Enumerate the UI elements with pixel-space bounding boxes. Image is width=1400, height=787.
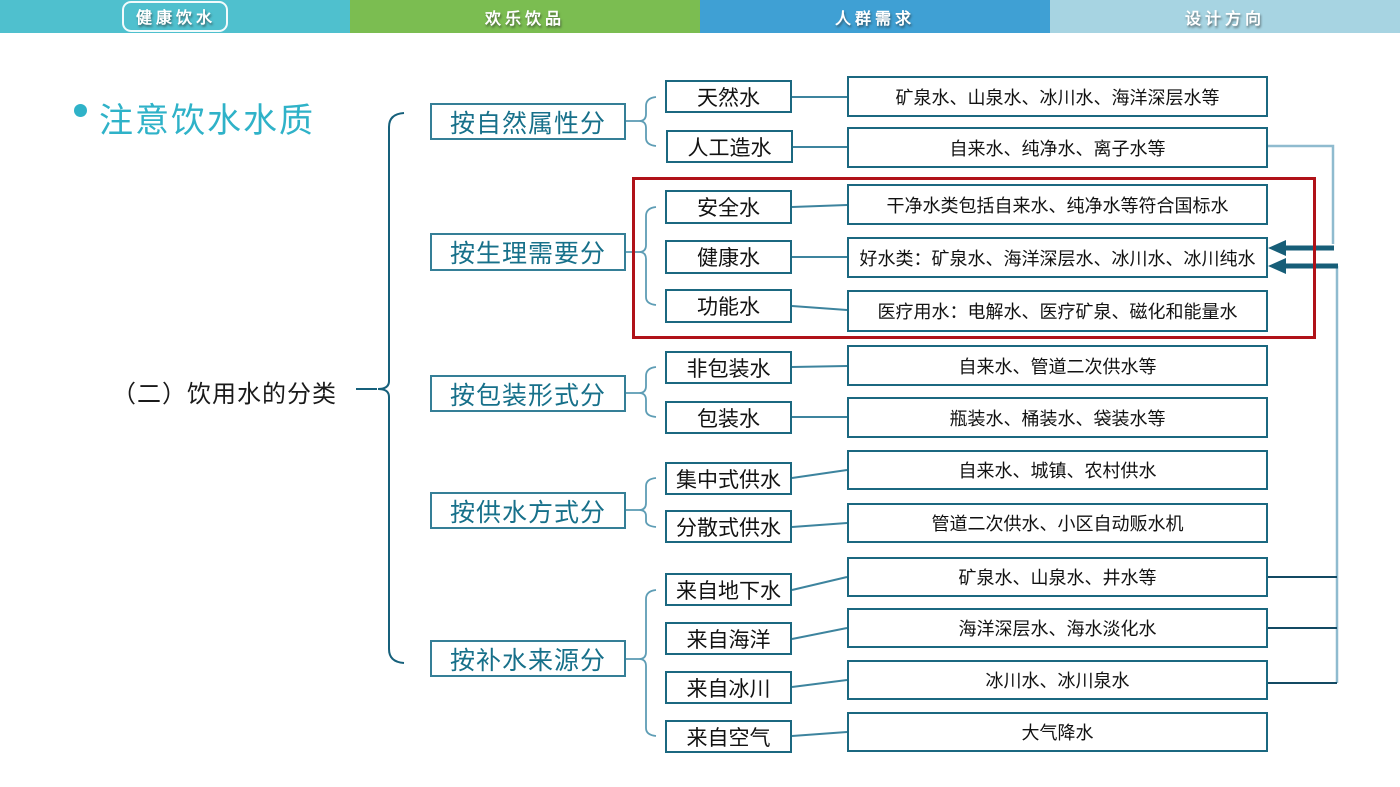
- desc-safe-water: 干净水类包括自来水、纯净水等符合国标水: [847, 184, 1268, 225]
- section-label: （二）饮用水的分类: [112, 381, 337, 408]
- sub-centralized-supply: 集中式供水: [665, 462, 792, 495]
- big-brace: [356, 112, 405, 664]
- bullet-icon: [74, 104, 87, 117]
- sub-man-made-water: 人工造水: [666, 130, 793, 163]
- category-replenishment-source: 按补水来源分: [430, 640, 626, 677]
- desc-decentralized-supply: 管道二次供水、小区自动贩水机: [847, 503, 1268, 543]
- desc-functional-water: 医疗用水：电解水、医疗矿泉、磁化和能量水: [847, 290, 1268, 332]
- desc-from-groundwater: 矿泉水、山泉水、井水等: [847, 557, 1268, 597]
- sub-from-ocean: 来自海洋: [665, 622, 792, 655]
- tab-happy-drinks-label: 欢乐饮品: [484, 10, 565, 28]
- desc-packaged-water: 瓶装水、桶装水、袋装水等: [847, 397, 1268, 438]
- sub-from-glacier: 来自冰川: [665, 671, 792, 704]
- category-physiological-need: 按生理需要分: [430, 233, 626, 271]
- tab-healthy-water[interactable]: 健康饮水: [0, 0, 350, 33]
- sub-packaged-water: 包装水: [665, 401, 792, 434]
- tab-crowd-needs-label: 人群需求: [834, 10, 915, 28]
- category-supply-mode: 按供水方式分: [430, 492, 626, 529]
- tab-design-direction[interactable]: 设计方向: [1050, 0, 1400, 33]
- sub-functional-water: 功能水: [665, 289, 792, 323]
- category-natural-attribute: 按自然属性分: [430, 103, 626, 140]
- highlight-rectangle: [632, 177, 1316, 339]
- sub-healthy-water: 健康水: [665, 240, 792, 274]
- desc-centralized-supply: 自来水、城镇、农村供水: [847, 450, 1268, 490]
- tab-crowd-needs[interactable]: 人群需求: [700, 0, 1050, 33]
- tab-bar: 健康饮水 欢乐饮品 人群需求 设计方向: [0, 0, 1400, 33]
- desc-natural-water: 矿泉水、山泉水、冰川水、海洋深层水等: [847, 76, 1268, 117]
- sub-natural-water: 天然水: [665, 80, 792, 113]
- desc-from-glacier: 冰川水、冰川泉水: [847, 660, 1268, 700]
- tab-healthy-water-label: 健康饮水: [121, 1, 228, 32]
- category-packaging-form: 按包装形式分: [430, 375, 626, 412]
- page-title: 注意饮水水质: [99, 102, 315, 140]
- desc-from-air: 大气降水: [847, 712, 1268, 752]
- tab-design-direction-label: 设计方向: [1184, 10, 1265, 28]
- sub-safe-water: 安全水: [665, 190, 792, 224]
- sub-from-air: 来自空气: [665, 720, 792, 753]
- tab-happy-drinks[interactable]: 欢乐饮品: [350, 0, 700, 33]
- desc-from-ocean: 海洋深层水、海水淡化水: [847, 608, 1268, 648]
- desc-man-made-water: 自来水、纯净水、离子水等: [847, 127, 1268, 168]
- desc-non-packaged-water: 自来水、管道二次供水等: [847, 345, 1268, 386]
- sub-non-packaged-water: 非包装水: [665, 351, 792, 384]
- desc-healthy-water: 好水类：矿泉水、海洋深层水、冰川水、冰川纯水: [847, 237, 1268, 278]
- sub-decentralized-supply: 分散式供水: [665, 510, 792, 543]
- sub-from-groundwater: 来自地下水: [665, 573, 792, 606]
